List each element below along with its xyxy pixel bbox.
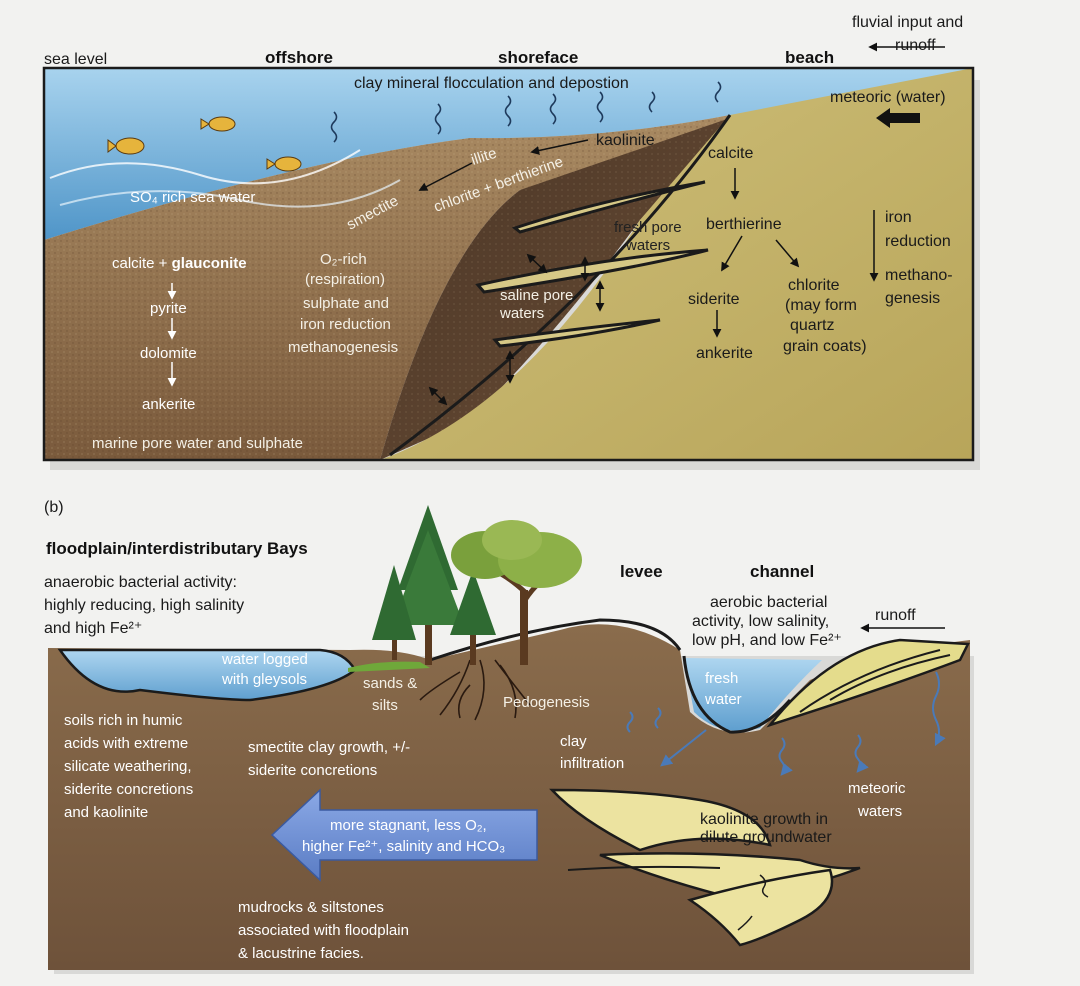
stagnant-label-2: higher Fe²⁺, salinity and HCO₃ [302,838,505,855]
panel-b: (b) floodplain/interdistributary Bays an… [44,499,974,974]
panel-b-label: (b) [44,499,64,516]
methanogenesis-label-1: methano- [885,267,953,284]
chlorite-label-1: chlorite [788,277,840,294]
waterlogged-label-2: with gleysols [221,671,307,688]
iron-reduction-label-2: reduction [885,233,951,250]
shoreface-label: shoreface [498,48,578,67]
sand-tongue-3 [492,318,661,348]
fresh-water-label-2: water [704,691,742,708]
sulphate-label: sulphate and [303,295,389,312]
pedogenesis-label: Pedogenesis [503,694,590,711]
meteoric-arrow [876,108,920,128]
flocculation-squiggles [330,81,722,143]
chlorite-label-3: quartz [790,317,834,334]
channel-label: channel [750,562,814,581]
floodplain-title: floodplain/interdistributary Bays [46,539,308,558]
pyrite-label: pyrite [150,300,187,317]
meteoric-waters-label-1: meteoric [848,780,906,797]
sea-level-label: sea level [44,51,107,68]
saline-pore-label-2: waters [499,305,544,322]
channel-bank [766,638,970,728]
mudrocks-label-3: & lacustrine facies. [238,945,364,962]
kaolinite-lens-1 [549,788,772,852]
so4-sea-water-label: SO₄ rich sea water [130,189,255,206]
soils-label-1: soils rich in humic [64,712,183,729]
aerobic-label-2: activity, low salinity, [692,613,829,630]
sands-label-1: sands & [363,675,417,692]
meteoric-waters-label-2: waters [857,803,902,820]
root-network [419,659,531,721]
panel-a: sea level offshore shoreface beach fluvi… [42,14,980,470]
aerobic-label-1: aerobic bacterial [710,594,827,611]
soils-label-2: acids with extreme [64,735,188,752]
sand-tongue-1 [511,180,706,234]
anaerobic-label-2: highly reducing, high salinity [44,597,244,614]
chlorite-label-4: grain coats) [783,338,867,355]
berthierine-label: berthierine [706,216,782,233]
iron-reduction-label-1: iron [885,209,912,226]
sea-water [44,68,973,240]
clay-infiltration-label-1: clay [560,733,587,750]
fresh-pore-label-2: waters [625,237,670,254]
sand-tongue-2 [475,248,709,294]
saline-pore-label-1: saline pore [500,287,573,304]
stagnant-label-1: more stagnant, less O₂, [330,817,487,834]
aerobic-label-3: low pH, and low Fe²⁺ [692,632,842,649]
meteoric-label: meteoric (water) [830,89,946,106]
anaerobic-label-3: and high Fe²⁺ [44,620,142,637]
flocculation-label: clay mineral flocculation and depostion [354,75,629,92]
chlorite-label-2: (may form [785,297,857,314]
ankerite-right-label: ankerite [696,345,753,362]
mudrocks-label-2: associated with floodplain [238,922,409,939]
iron-reduction-mid-label: iron reduction [300,316,391,333]
levee-label: levee [620,562,663,581]
runoff-label: runoff [875,607,916,624]
clay-infiltration-label-2: infiltration [560,755,624,772]
marine-pore-label: marine pore water and sulphate [92,435,303,452]
beach-label: beach [785,48,834,67]
kaolinite-label: kaolinite [596,132,655,149]
smectite-growth-label-1: smectite clay growth, +/- [248,739,410,756]
kaolinite-growth-label-1: kaolinite growth in [700,811,828,828]
fluvial-label-2: runoff [895,37,936,54]
calcite-glauconite-label: calcite + glauconite [112,255,247,272]
soils-label-3: silicate weathering, [64,758,192,775]
siderite-label: siderite [688,291,740,308]
stagnation-arrow [270,788,538,882]
kaolinite-lens-3 [687,868,834,947]
methanogenesis-label-2: genesis [885,290,940,307]
o2-rich-label: O₂-rich [320,251,367,268]
fresh-water-label-1: fresh [705,670,738,687]
tree-icon [372,505,582,665]
fresh-pore-label-1: fresh pore [614,219,682,236]
smectite-growth-label-2: siderite concretions [248,762,377,779]
fluvial-label-1: fluvial input and [852,14,963,31]
waterlogged-label-1: water logged [221,651,308,668]
soils-label-4: siderite concretions [64,781,193,798]
methanogenesis-mid-label: methanogenesis [288,339,398,356]
kaolinite-growth-label-2: dilute groundwater [700,829,832,846]
anaerobic-label-1: anaerobic bacterial activity: [44,574,237,591]
respiration-label: (respiration) [305,271,385,288]
waterlogged-pond [57,648,357,702]
kaolinite-lens-2 [599,852,861,902]
fish-icon [107,116,302,172]
ankerite-left-label: ankerite [142,396,195,413]
offshore-label: offshore [265,48,333,67]
dolomite-label: dolomite [140,345,197,362]
calcite-label: calcite [708,145,753,162]
soils-label-5: and kaolinite [64,804,148,821]
sands-label-2: silts [372,697,398,714]
channel-water [684,658,822,731]
mudrocks-label-1: mudrocks & siltstones [238,899,384,916]
beach-sand [380,68,973,460]
